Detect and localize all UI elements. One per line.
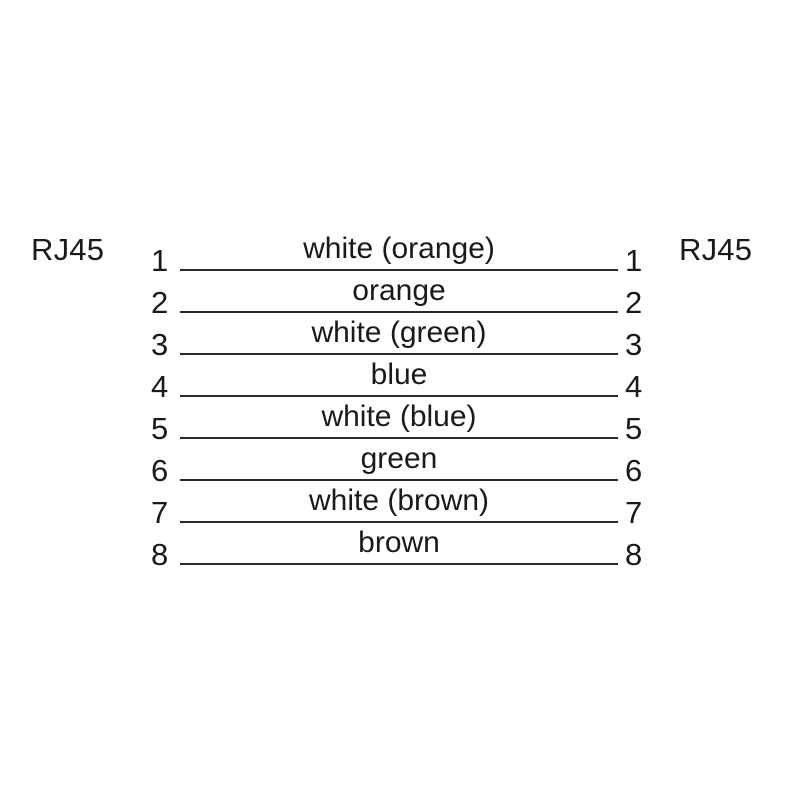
wire-color-label: white (green) [311,316,487,349]
left-pin-number: 1 [151,243,169,278]
right-pin-number: 7 [625,495,643,530]
wire-color-label: white (orange) [303,232,495,265]
wire-line [180,563,618,565]
wire-color-label: white (brown) [308,484,490,517]
wire-line [180,353,618,355]
wire-color-label: blue [370,358,428,391]
wire-color-label: brown [358,526,440,559]
wire-color-label: green [360,442,438,475]
wire-line [180,479,618,481]
wire-color-label: white (blue) [321,400,477,433]
right-connector-label: RJ45 [679,232,753,267]
left-pin-number: 5 [151,411,169,446]
wire-line [180,269,618,271]
right-pin-number: 2 [625,285,643,320]
left-pin-number: 6 [151,453,169,488]
right-pin-number: 5 [625,411,643,446]
left-connector-label: RJ45 [31,232,105,267]
left-pin-number: 3 [151,327,169,362]
right-pin-number: 1 [625,243,643,278]
wire-line [180,521,618,523]
wire-line [180,311,618,313]
right-pin-number: 6 [625,453,643,488]
right-pin-number: 8 [625,537,643,572]
left-pin-number: 8 [151,537,169,572]
left-pin-number: 4 [151,369,169,404]
right-pin-number: 4 [625,369,643,404]
wire-line [180,437,618,439]
wire-line [180,395,618,397]
right-pin-number: 3 [625,327,643,362]
left-pin-number: 2 [151,285,169,320]
left-pin-number: 7 [151,495,169,530]
wire-color-label: orange [352,274,446,307]
